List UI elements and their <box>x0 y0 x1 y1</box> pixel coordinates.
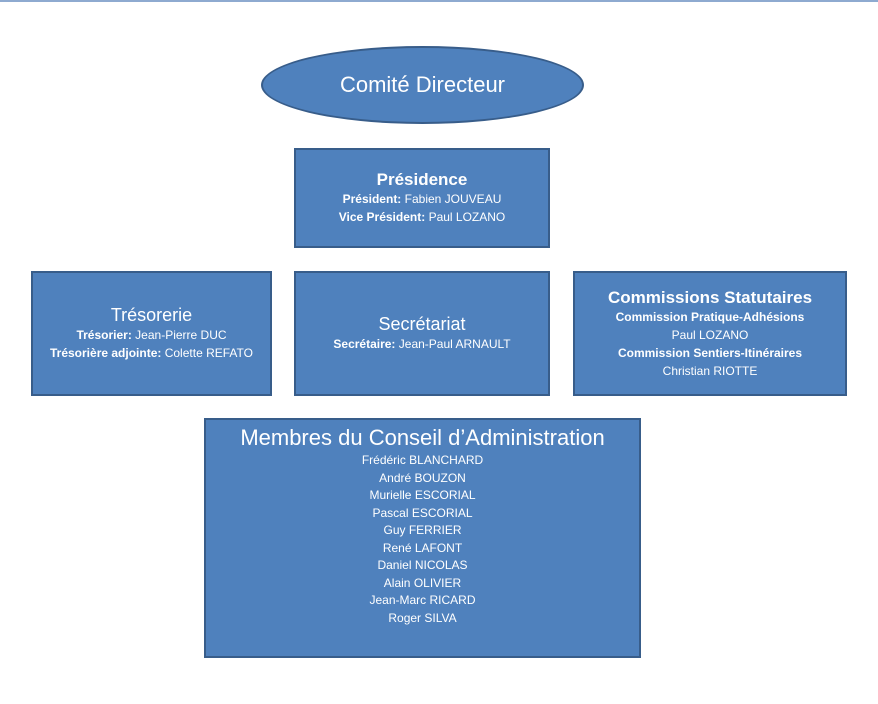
comite-title: Comité Directeur <box>339 72 506 97</box>
commissions-title: Commissions Statutaires <box>607 287 813 307</box>
presidence-box: Présidence Président: Fabien JOUVEAU Vic… <box>294 148 550 248</box>
role: Président: <box>342 192 402 206</box>
member-name: René LAFONT <box>382 540 463 555</box>
role: Trésorière adjointe: <box>50 346 162 360</box>
tresorerie-box: Trésorerie Trésorier: Jean-Pierre DUC Tr… <box>31 271 272 396</box>
role: Vice Président: <box>338 210 426 224</box>
president-line: Président: Fabien JOUVEAU <box>343 190 502 208</box>
vice-president-line: Vice Président: Paul LOZANO <box>339 208 506 226</box>
comite-directeur-node: Comité Directeur <box>261 46 584 124</box>
name: Jean-Pierre DUC <box>135 328 227 342</box>
member-name: Murielle ESCORIAL <box>369 488 476 502</box>
commissions-box: Commissions Statutaires Commission Prati… <box>573 271 847 396</box>
top-border <box>0 0 878 2</box>
name: Paul LOZANO <box>428 210 506 224</box>
secretariat-box: Secrétariat Secrétaire: Jean-Paul ARNAUL… <box>294 271 550 396</box>
member-name: Guy FERRIER <box>383 523 462 537</box>
name: Colette REFATO <box>164 346 253 360</box>
member-name: Daniel NICOLAS <box>377 558 468 572</box>
member-name: Roger SILVA <box>388 610 457 625</box>
tresorier-line: Trésorier: Jean-Pierre DUC <box>76 326 226 344</box>
name: Jean-Paul ARNAULT <box>398 337 511 351</box>
member-name: André BOUZON <box>379 470 466 485</box>
tresorerie-title: Trésorerie <box>110 305 193 325</box>
member-name: Frédéric BLANCHARD <box>361 453 484 467</box>
name: Fabien JOUVEAU <box>404 192 502 206</box>
member-name: Jean-Marc RICARD <box>369 593 476 607</box>
presidence-title: Présidence <box>376 170 468 189</box>
secretariat-title: Secrétariat <box>378 314 466 334</box>
role: Trésorier: <box>76 328 132 342</box>
commission-2: Commission Sentiers-Itinéraires <box>617 345 803 360</box>
member-name: Pascal ESCORIAL <box>372 505 473 520</box>
role: Secrétaire: <box>333 337 396 351</box>
conseil-box: Membres du Conseil d’Administration Fréd… <box>204 418 641 658</box>
tresoriere-adjointe-line: Trésorière adjointe: Colette REFATO <box>50 344 253 362</box>
commission-1-member: Paul LOZANO <box>671 327 749 342</box>
conseil-title: Membres du Conseil d’Administration <box>240 425 605 450</box>
member-name: Alain OLIVIER <box>383 575 462 590</box>
secretaire-line: Secrétaire: Jean-Paul ARNAULT <box>333 335 510 353</box>
commission-1: Commission Pratique-Adhésions <box>615 309 805 324</box>
commission-2-member: Christian RIOTTE <box>662 363 758 378</box>
